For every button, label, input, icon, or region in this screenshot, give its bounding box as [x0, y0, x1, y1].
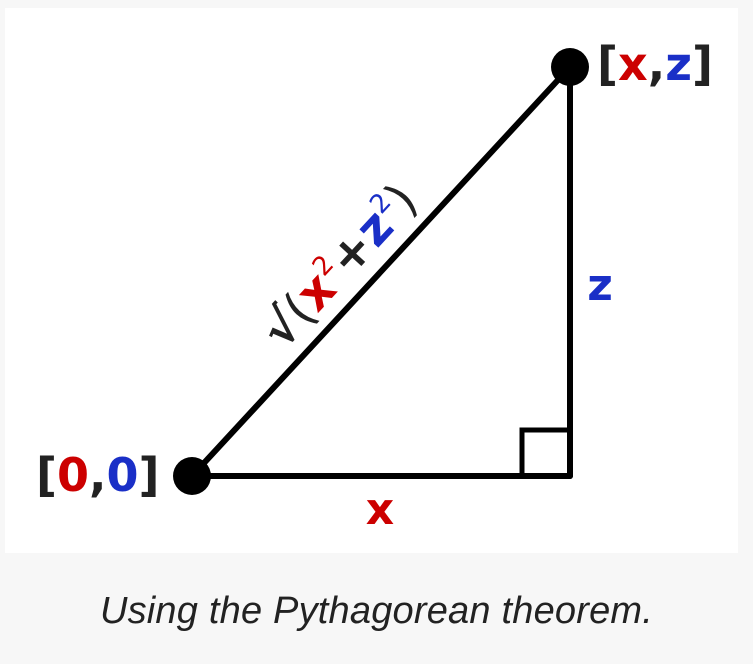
right-angle-marker — [519, 427, 570, 476]
svg-text:√(x2+z2): √(x2+z2) — [251, 173, 429, 359]
origin-label: [0,0] — [36, 448, 160, 502]
figure-caption: Using the Pythagorean theorem. — [99, 590, 654, 632]
end-point-label: [x,z] — [597, 37, 713, 91]
hypotenuse-line — [189, 64, 573, 479]
horizontal-leg-label: x — [366, 484, 394, 535]
hypotenuse-formula: √(x2+z2) — [251, 173, 429, 359]
end-point — [551, 48, 589, 86]
origin-point — [173, 457, 211, 495]
vertical-leg-label: z — [587, 260, 613, 311]
